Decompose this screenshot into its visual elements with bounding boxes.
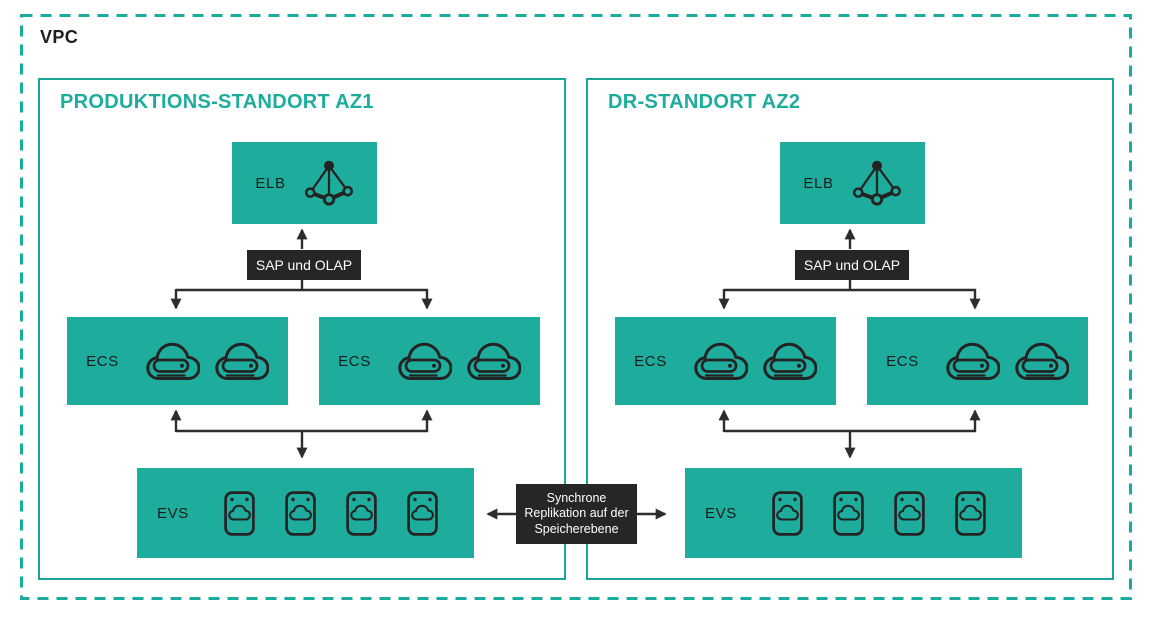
- vpc-label: VPC: [40, 27, 79, 47]
- cloud-disk-icon: [772, 490, 803, 536]
- elb-label: ELB: [255, 174, 286, 192]
- cloud-disk-icon: [894, 490, 925, 536]
- ecs-label: ECS: [634, 352, 667, 370]
- cloud-server-icon: [946, 342, 1000, 380]
- cloud-disk-icon: [407, 490, 438, 536]
- cloud-server-icon: [763, 342, 817, 380]
- zone-title: DR-STANDORT AZ2: [608, 91, 801, 113]
- sap-olap-label: SAP und OLAP: [795, 250, 909, 280]
- cloud-disk-icon: [955, 490, 986, 536]
- ecs-label: ECS: [886, 352, 919, 370]
- load-balancer-icon: [304, 160, 353, 206]
- cloud-server-icon: [215, 342, 269, 380]
- zone-az1: PRODUKTIONS-STANDORT AZ1 ELB SAP und OLA…: [38, 78, 566, 580]
- cloud-server-icon: [1015, 342, 1069, 380]
- sap-olap-text: SAP und OLAP: [803, 257, 901, 273]
- ecs-node: ECS: [867, 317, 1088, 405]
- ecs-label: ECS: [86, 352, 119, 370]
- ecs-label: ECS: [338, 352, 371, 370]
- elb-node: ELB: [780, 142, 925, 224]
- elb-label: ELB: [803, 174, 834, 192]
- zone-title: PRODUKTIONS-STANDORT AZ1: [60, 91, 374, 113]
- cloud-server-icon: [398, 342, 452, 380]
- ecs-node: ECS: [319, 317, 540, 405]
- load-balancer-icon: [852, 160, 901, 206]
- evs-node: EVS: [685, 468, 1022, 558]
- cloud-disk-icon: [224, 490, 255, 536]
- sap-olap-text: SAP und OLAP: [255, 257, 353, 273]
- replication-label: Synchrone Replikation auf der Speichereb…: [516, 484, 637, 544]
- cloud-server-icon: [146, 342, 200, 380]
- sap-olap-label: SAP und OLAP: [247, 250, 361, 280]
- zone-az2: DR-STANDORT AZ2 ELB SAP und OLAP ECS: [586, 78, 1114, 580]
- evs-node: EVS: [137, 468, 474, 558]
- cloud-disk-icon: [346, 490, 377, 536]
- evs-label: EVS: [157, 504, 189, 522]
- replication-line: Replikation auf der: [524, 506, 629, 521]
- cloud-disk-icon: [833, 490, 864, 536]
- cloud-server-icon: [694, 342, 748, 380]
- replication-line: Synchrone: [546, 491, 607, 506]
- evs-label: EVS: [705, 504, 737, 522]
- cloud-server-icon: [467, 342, 521, 380]
- ecs-node: ECS: [615, 317, 836, 405]
- cloud-disk-icon: [285, 490, 316, 536]
- replication-line: Speicherebene: [534, 521, 619, 536]
- elb-node: ELB: [232, 142, 377, 224]
- ecs-node: ECS: [67, 317, 288, 405]
